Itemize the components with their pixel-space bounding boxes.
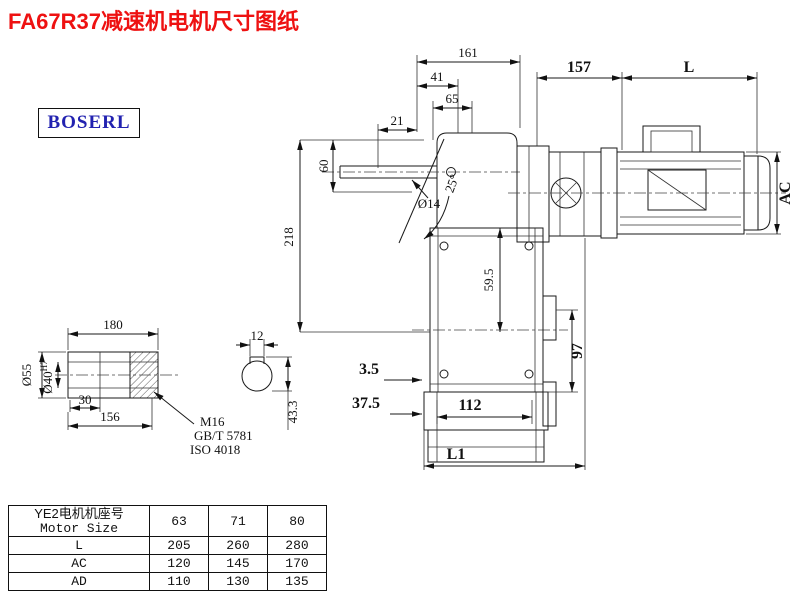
dim-21-label: 21 xyxy=(391,113,404,128)
dim-59-5-label: 59.5 xyxy=(481,269,496,292)
brand-text: BOSERL xyxy=(47,112,131,133)
dim-156-label: 156 xyxy=(100,409,120,424)
dim-41-label: 41 xyxy=(431,69,444,84)
shaft-section-view: 12 43.3 xyxy=(236,328,300,430)
motor-outline xyxy=(508,125,786,243)
dim-dia40-base: Ø40 xyxy=(40,371,55,393)
dim-37-5-label: 37.5 xyxy=(352,395,380,412)
value-L-80: 280 xyxy=(267,536,327,555)
value-L-71: 260 xyxy=(208,536,268,555)
dim-angle-label: 25° xyxy=(442,172,462,194)
dim-L-label: L xyxy=(684,59,695,76)
dim-L1-label: L1 xyxy=(447,446,466,463)
standard-iso-label: ISO 4018 xyxy=(190,442,240,457)
dim-dia14-label: Ø14 xyxy=(418,196,441,211)
dim-161-label: 161 xyxy=(458,45,478,60)
row-label-L: L xyxy=(8,536,150,555)
motor-size-table: YE2电机机座号 Motor Size 63 71 80 L 205 260 2… xyxy=(8,505,327,591)
row-label-AD: AD xyxy=(8,572,150,591)
dim-157-label: 157 xyxy=(567,59,591,76)
dim-12-label: 12 xyxy=(251,328,264,343)
dim-112-label: 112 xyxy=(458,397,481,414)
value-L-63: 205 xyxy=(149,536,209,555)
thread-spec-label: M16 xyxy=(200,414,225,429)
dim-60-label: 60 xyxy=(316,160,331,173)
table-row-L: L 205 260 280 xyxy=(8,536,327,555)
table-row-AC: AC 120 145 170 xyxy=(8,554,327,573)
dim-3-5-label: 3.5 xyxy=(359,361,379,378)
table-header-cn: YE2电机机座号 xyxy=(34,506,124,521)
dim-97-label: 97 xyxy=(569,343,586,359)
table-row-AD: AD 110 130 135 xyxy=(8,572,327,591)
dim-AC-label: AC xyxy=(777,181,794,204)
dim-218-label: 218 xyxy=(281,227,296,247)
standard-gb-label: GB/T 5781 xyxy=(194,428,253,443)
dim-180-label: 180 xyxy=(103,317,123,332)
value-AD-80: 135 xyxy=(267,572,327,591)
table-header-row: YE2电机机座号 Motor Size 63 71 80 xyxy=(8,505,327,537)
dim-65-label: 65 xyxy=(446,91,459,106)
dimensions-main-view: 161 41 65 21 60 218 Ø14 xyxy=(281,45,794,470)
dim-30-label: 30 xyxy=(79,392,92,407)
table-size-80: 80 xyxy=(267,505,327,537)
gearbox-housing-outline xyxy=(322,132,568,463)
dim-dia55-label: Ø55 xyxy=(19,364,34,386)
dim-dia40-tolerance: H7 xyxy=(39,360,49,371)
brand-logo-box: BOSERL xyxy=(38,108,140,138)
value-AC-71: 145 xyxy=(208,554,268,573)
value-AD-71: 130 xyxy=(208,572,268,591)
value-AC-80: 170 xyxy=(267,554,327,573)
dim-43-3-label: 43.3 xyxy=(285,401,300,424)
page-title: FA67R37减速机电机尺寸图纸 xyxy=(8,9,299,34)
table-header-cell: YE2电机机座号 Motor Size xyxy=(8,505,150,537)
dim-dia40-label: Ø40H7 xyxy=(39,360,55,394)
value-AD-63: 110 xyxy=(149,572,209,591)
shaft-detail-view: 180 Ø55 Ø40H7 30 156 M16 GB/T 5781 ISO 4… xyxy=(19,317,253,457)
table-size-63: 63 xyxy=(149,505,209,537)
table-header-en: Motor Size xyxy=(39,521,118,536)
table-size-71: 71 xyxy=(208,505,268,537)
value-AC-63: 120 xyxy=(149,554,209,573)
row-label-AC: AC xyxy=(8,554,150,573)
